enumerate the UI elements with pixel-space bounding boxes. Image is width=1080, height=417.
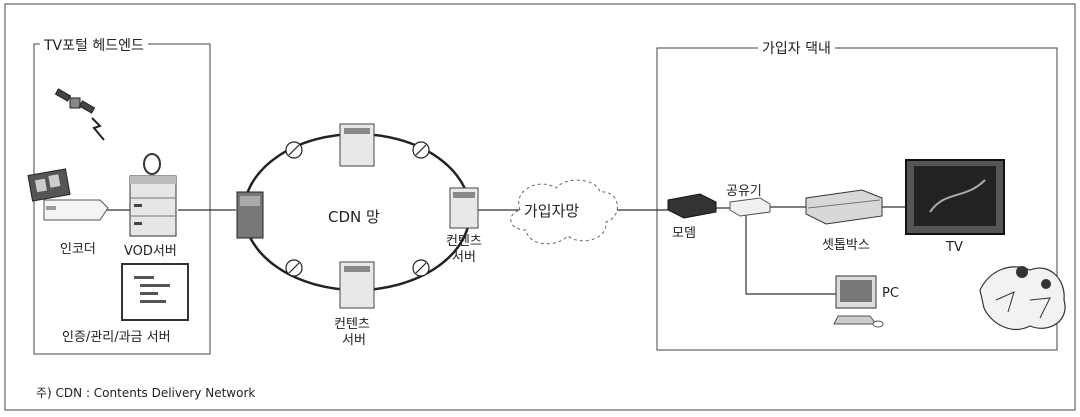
- tv-label: TV: [946, 240, 963, 255]
- encoder-icon: [44, 200, 108, 220]
- cdn-ring-label: CDN 망: [328, 206, 380, 227]
- ring-node-marker: [286, 260, 302, 276]
- content-server-right-icon: [450, 188, 478, 228]
- ring-node-marker: [413, 142, 429, 158]
- footnote: 주) CDN : Contents Delivery Network: [36, 384, 255, 401]
- ring-node-marker: [413, 260, 429, 276]
- headend-title: TV포털 헤드엔드: [40, 37, 148, 55]
- settop-box-label: 셋톱박스: [822, 234, 870, 253]
- home-title: 가입자 댁내: [758, 40, 835, 58]
- content-server-right-label-line2: 서버: [452, 246, 476, 265]
- modem-icon: [668, 194, 716, 218]
- vod-server-icon: [130, 154, 176, 236]
- content-server-top-icon: [340, 124, 374, 166]
- auth-server-label: 인증/관리/과금 서버: [62, 326, 171, 345]
- pc-icon: [834, 276, 883, 327]
- router-pc-link: [746, 215, 836, 294]
- settop-box-icon: [806, 190, 882, 224]
- router-label: 공유기: [726, 180, 762, 199]
- subscriber-network-label: 가입자망: [524, 200, 579, 221]
- cdn-edge-server-icon: [237, 192, 263, 238]
- content-server-bottom-label-line2: 서버: [342, 329, 366, 348]
- tv-icon: [906, 160, 1004, 234]
- signal-bolt-icon: [92, 118, 104, 140]
- auth-server-icon: [122, 264, 188, 320]
- pc-label: PC: [882, 286, 899, 301]
- content-server-bottom-icon: [340, 262, 374, 308]
- router-icon: [730, 198, 770, 216]
- modem-label: 모뎀: [672, 222, 696, 241]
- satellite-icon: [55, 89, 94, 113]
- encoder-label: 인코더: [60, 238, 96, 257]
- ring-node-marker: [286, 142, 302, 158]
- vod-server-label: VOD서버: [124, 240, 177, 259]
- family-illustration-icon: [980, 266, 1065, 329]
